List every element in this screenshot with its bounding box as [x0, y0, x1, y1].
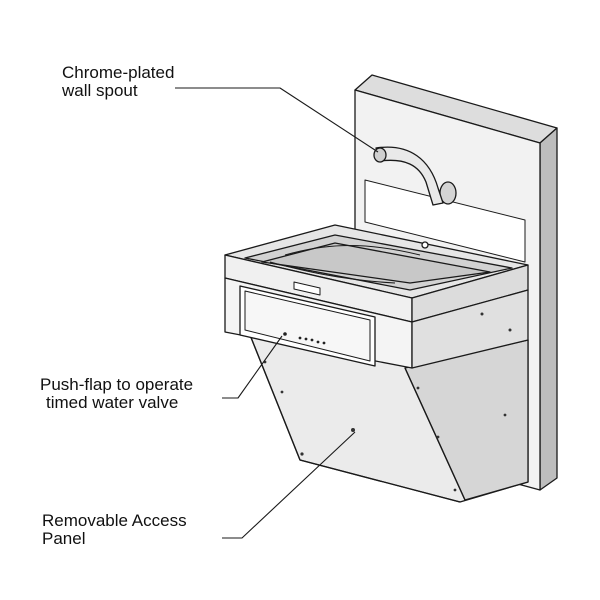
- label-access-panel-line2: Panel: [42, 529, 86, 548]
- label-push-flap: Push-flap to operate timed water valve: [40, 376, 193, 412]
- push-flap: [239, 285, 376, 367]
- removable-access-panel: [249, 334, 529, 503]
- label-chrome-spout: Chrome-plated wall spout: [62, 64, 174, 100]
- chrome-wall-spout: [373, 146, 457, 206]
- label-push-flap-line1: Push-flap to operate: [40, 375, 194, 394]
- label-chrome-spout-line2: wall spout: [62, 81, 138, 100]
- label-chrome-spout-line1: Chrome-plated: [62, 63, 175, 82]
- leader-push-flap: [222, 335, 283, 399]
- basin-top: [224, 224, 529, 299]
- basin-front: [224, 254, 529, 323]
- leader-spout: [175, 87, 379, 153]
- label-push-flap-line2: timed water valve: [46, 393, 179, 412]
- leader-lines: [175, 87, 379, 539]
- label-access-panel-line1: Removable Access: [42, 511, 187, 530]
- leader-access-panel: [222, 431, 356, 539]
- label-access-panel: Removable Access Panel: [42, 512, 187, 548]
